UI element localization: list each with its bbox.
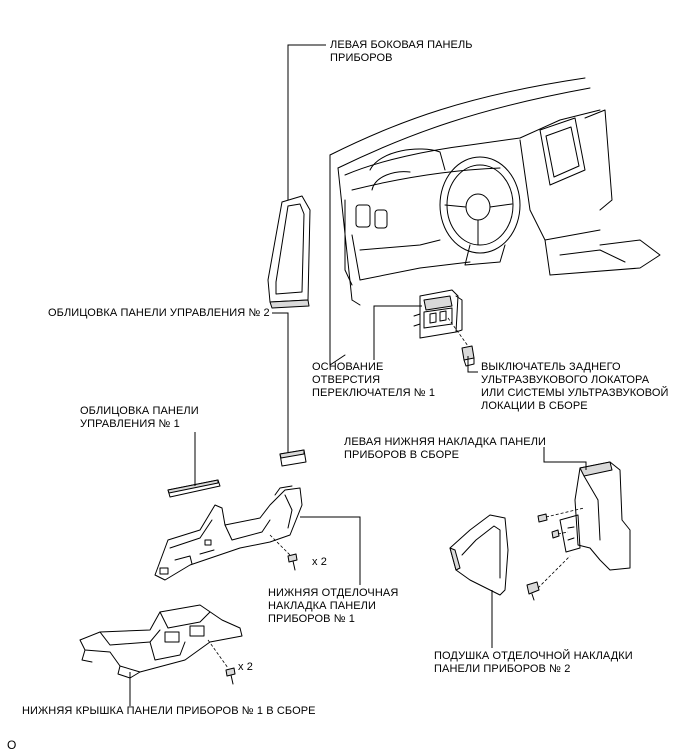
label-lower-cover-1: НИЖНЯЯ КРЫШКА ПАНЕЛИ ПРИБОРОВ № 1 В СБОР… xyxy=(22,705,316,717)
leader-panel-trim-2 xyxy=(272,312,289,452)
switch-hole-base-part xyxy=(413,289,463,339)
dashboard-overview xyxy=(329,77,661,366)
label-left-side-panel: ЛЕВАЯ БОКОВАЯ ПАНЕЛЬ ПРИБОРОВ xyxy=(330,39,473,64)
left-side-panel-part xyxy=(267,195,311,309)
label-lower-finish-panel-1: НИЖНЯЯ ОТДЕЛОЧНАЯ НАКЛАДКА ПАНЕЛИ ПРИБОР… xyxy=(268,587,399,625)
lower-finish-panel-1-part xyxy=(154,485,303,581)
leader-lower-finish-panel-1 xyxy=(300,516,361,585)
clip-lower-left-cover-side xyxy=(551,529,560,539)
screw-finish-panel xyxy=(287,553,298,571)
label-panel-trim-2: ОБЛИЦОВКА ПАНЕЛИ УПРАВЛЕНИЯ № 2 xyxy=(48,307,270,319)
label-panel-trim-1: ОБЛИЦОВКА ПАНЕЛИ УПРАВЛЕНИЯ № 1 xyxy=(80,405,199,430)
cushion-pad-2-part xyxy=(449,514,509,596)
leader-left-side-panel xyxy=(287,44,326,200)
label-switch-hole-base: ОСНОВАНИЕ ОТВЕРСТИЯ ПЕРЕКЛЮЧАТЕЛЯ № 1 xyxy=(312,361,436,399)
sonar-switch-part xyxy=(461,345,475,367)
label-cushion-pad-2: ПОДУШКА ОТДЕЛОЧНОЙ НАКЛАДКИ ПАНЕЛИ ПРИБО… xyxy=(434,650,633,675)
leader-switch-hole-base xyxy=(373,305,422,360)
panel-trim-1-part xyxy=(167,479,221,498)
leader-lower-left-cover xyxy=(543,447,587,470)
screw-lower-left-cover-top xyxy=(537,513,548,523)
lower-cover-1-part xyxy=(79,604,243,679)
leader-sonar-switch xyxy=(467,356,478,373)
corner-code: O xyxy=(7,738,17,752)
label-sonar-switch: ВЫКЛЮЧАТЕЛЬ ЗАДНЕГО УЛЬТРАЗВУКОВОГО ЛОКА… xyxy=(481,361,669,412)
lower-left-cover-part xyxy=(559,461,631,571)
panel-trim-2-part xyxy=(279,449,307,467)
label-lower-left-cover: ЛЕВАЯ НИЖНЯЯ НАКЛАДКА ПАНЕЛИ ПРИБОРОВ В … xyxy=(344,436,547,461)
qty-screws-finish-panel: x 2 xyxy=(312,556,327,568)
screw-lower-cover xyxy=(225,667,236,685)
clip-lower-left-cover-bottom xyxy=(526,581,540,601)
qty-screws-lower-cover: x 2 xyxy=(238,661,253,673)
